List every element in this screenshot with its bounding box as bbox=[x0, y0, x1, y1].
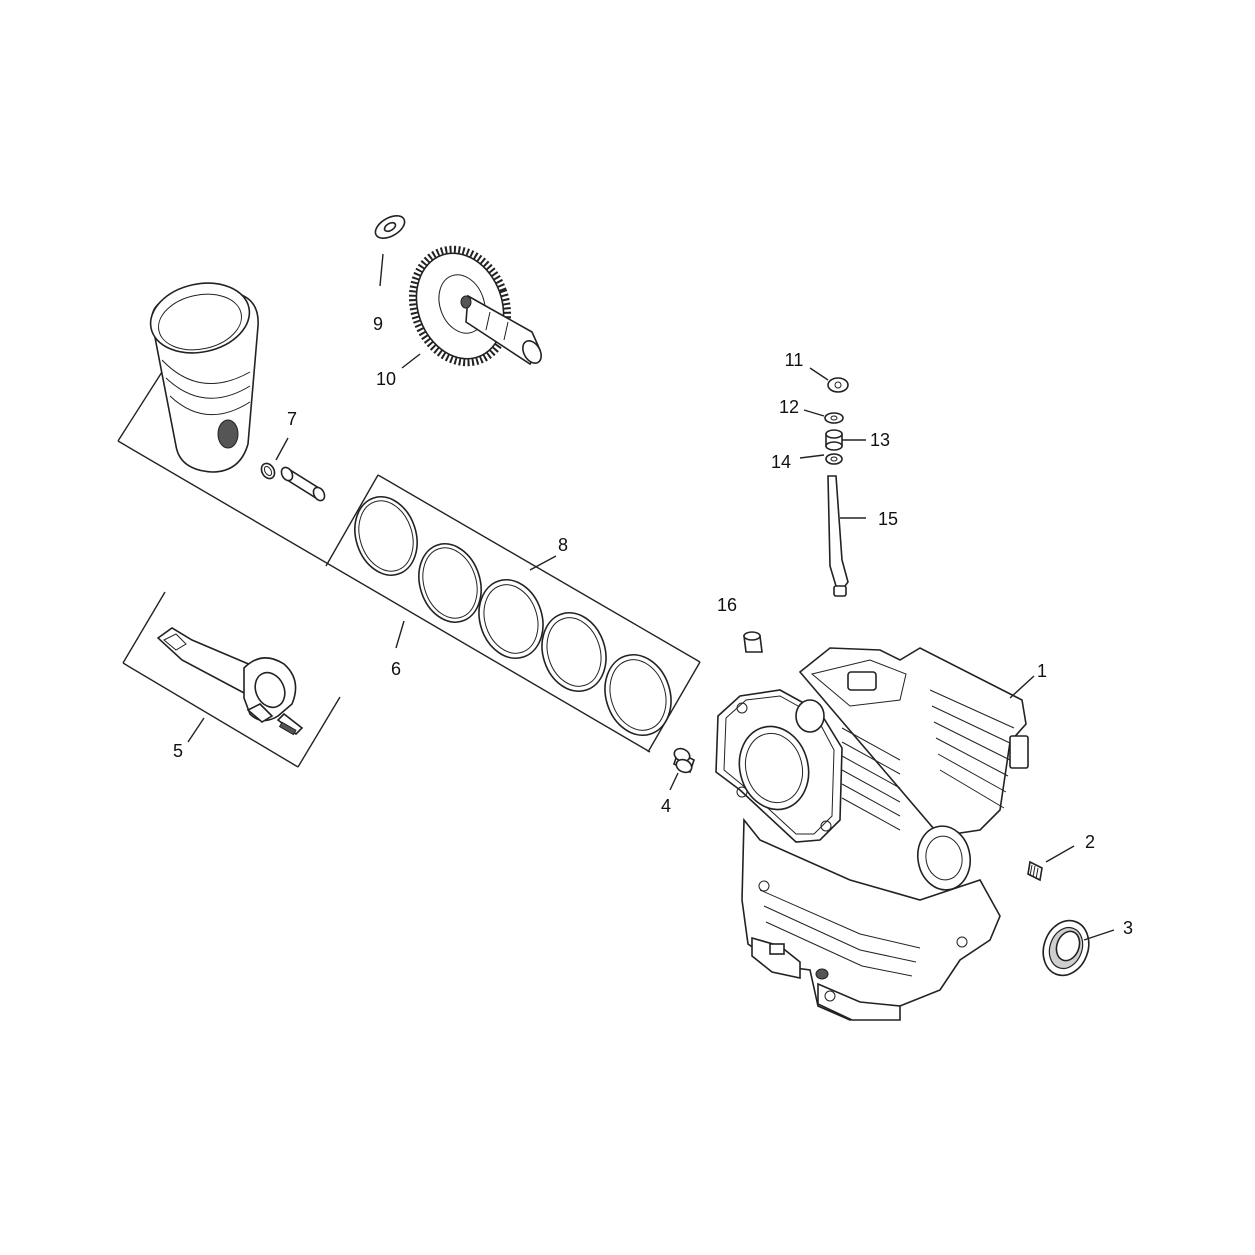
callout-10: 10 bbox=[376, 369, 396, 389]
callout-15: 15 bbox=[878, 509, 898, 529]
part-1-crankcase bbox=[715, 647, 1029, 1021]
part-12-washer bbox=[824, 412, 844, 424]
leader-11 bbox=[809, 367, 829, 381]
part-15-tube bbox=[827, 475, 849, 597]
part-4-bushing bbox=[673, 747, 695, 774]
leader-12 bbox=[803, 409, 825, 417]
callout-5: 5 bbox=[173, 741, 183, 761]
part-piston bbox=[149, 282, 259, 473]
part-9-washer bbox=[374, 215, 406, 239]
callout-4: 4 bbox=[661, 796, 671, 816]
part-5-connecting-rod bbox=[156, 627, 304, 736]
part-13-grommet bbox=[825, 429, 843, 451]
callout-2: 2 bbox=[1085, 832, 1095, 852]
leader-6 bbox=[395, 620, 405, 649]
part-16-plug bbox=[743, 631, 763, 653]
leader-1 bbox=[1009, 675, 1035, 699]
leader-14 bbox=[799, 454, 825, 459]
ring-set-bracket bbox=[325, 474, 701, 753]
leader-8 bbox=[529, 555, 557, 571]
leader-3 bbox=[1083, 929, 1115, 941]
part-7-circlip bbox=[260, 462, 276, 480]
callout-13: 13 bbox=[870, 430, 890, 450]
part-10-camshaft bbox=[408, 245, 542, 367]
callout-6: 6 bbox=[391, 659, 401, 679]
part-piston-pin bbox=[280, 466, 326, 502]
callout-16: 16 bbox=[717, 595, 737, 615]
leader-7 bbox=[275, 437, 289, 461]
callout-8: 8 bbox=[558, 535, 568, 555]
connecting-rod-bracket bbox=[122, 591, 341, 768]
part-11-nut bbox=[827, 377, 849, 393]
callout-1: 1 bbox=[1037, 661, 1047, 681]
leader-5 bbox=[187, 717, 205, 743]
leader-2 bbox=[1045, 845, 1075, 863]
part-2-threaded-plug bbox=[1027, 860, 1043, 882]
leader-9 bbox=[379, 253, 384, 287]
callout-3: 3 bbox=[1123, 918, 1133, 938]
callout-12: 12 bbox=[779, 397, 799, 417]
callout-7: 7 bbox=[287, 409, 297, 429]
callout-14: 14 bbox=[771, 452, 791, 472]
part-rings bbox=[354, 496, 672, 737]
leader-10 bbox=[401, 353, 421, 369]
part-14-washer bbox=[825, 453, 843, 465]
callout-9: 9 bbox=[373, 314, 383, 334]
leader-4 bbox=[669, 772, 679, 791]
callout-11: 11 bbox=[785, 350, 804, 370]
part-3-oil-seal bbox=[1042, 919, 1090, 977]
